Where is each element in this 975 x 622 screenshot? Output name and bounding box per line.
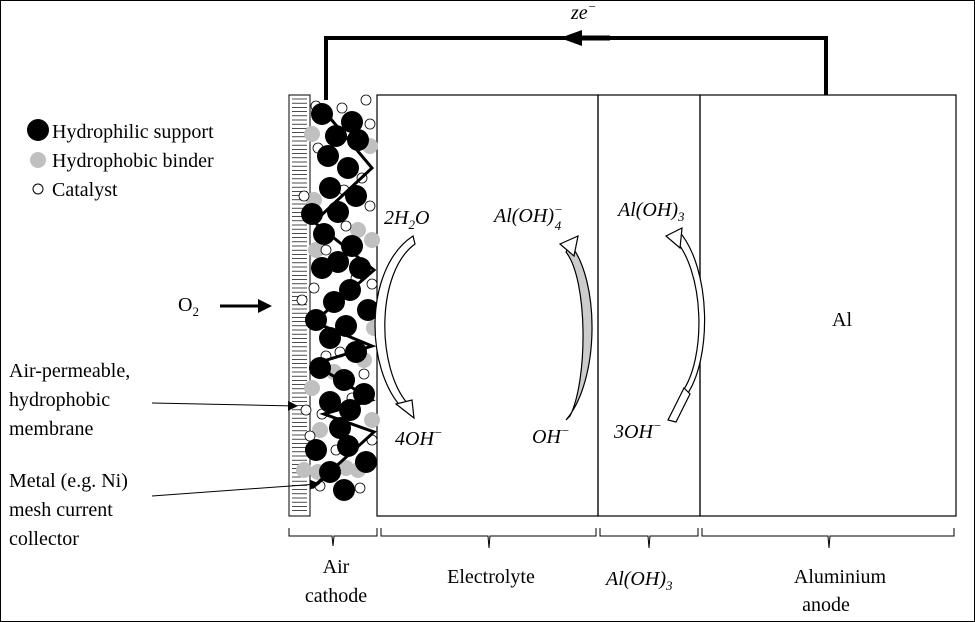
collector-label-line1: Metal (e.g. Ni) <box>9 470 128 492</box>
hydrophobic-binder-particle <box>364 412 380 428</box>
membrane-label-line1: Air-permeable, <box>9 360 130 382</box>
catalyst-particle <box>360 94 372 106</box>
hydrophilic-support-particle <box>313 223 335 245</box>
hydrophobic-binder-particle <box>350 222 366 238</box>
catalyst-particle <box>298 190 310 202</box>
hydrophobic-binder-particle <box>364 232 380 248</box>
legend-catalyst-label: Catalyst <box>52 179 118 201</box>
oxygen-label: O2 <box>178 294 199 319</box>
hydrophilic-support-particle <box>341 111 363 133</box>
hydroxide4-label: 4OH− <box>395 425 443 450</box>
membrane-annotation: Air-permeable, hydrophobic membrane <box>9 360 298 440</box>
oxygen-arrow-icon <box>258 299 272 313</box>
hydrophilic-support-particle <box>317 145 339 167</box>
hydrophilic-support-particle <box>301 203 323 225</box>
anode-region <box>699 94 957 517</box>
aluminate-label: Al(OH)−4 <box>492 202 563 233</box>
legend-hydrophilic-label: Hydrophilic support <box>52 121 214 143</box>
catalyst-particle <box>364 200 376 212</box>
hydrophilic-support-particle <box>311 257 333 279</box>
hydrophilic-support-particle <box>319 177 341 199</box>
aluminium-hydroxide-region <box>597 94 701 517</box>
hydrophobic-binder-particle <box>304 380 320 396</box>
water-label: 2H2O <box>384 207 429 232</box>
electron-label: ze− <box>570 0 596 24</box>
electrolyte-label: Electrolyte <box>447 566 535 588</box>
layer-label: Al(OH)3 <box>604 568 673 593</box>
electron-flow-arrow <box>560 30 582 46</box>
cell-compartments <box>376 94 957 517</box>
hydrophilic-support-particle <box>355 451 377 473</box>
hydrophobic-binder-particle <box>308 242 324 258</box>
anode-metal-label: Al <box>832 309 852 331</box>
hydrophilic-support-particle <box>319 391 341 413</box>
legend: Hydrophilic support Hydrophobic binder C… <box>27 119 214 201</box>
reaction-arrow-layer <box>664 226 706 423</box>
hydrophobic-binder-particle <box>296 462 312 478</box>
catalyst-particle <box>296 294 308 306</box>
region-labels: Air cathode Electrolyte Al(OH)3 Aluminiu… <box>305 556 887 616</box>
cathode-label-line2: cathode <box>305 585 367 607</box>
legend-catalyst-marker <box>32 183 44 195</box>
region-braces <box>288 528 955 549</box>
reaction-arrow-cathode <box>374 235 416 420</box>
hydrophilic-support-particle <box>337 157 359 179</box>
anode-label-line2: anode <box>802 594 850 616</box>
catalyst-particle <box>340 220 352 232</box>
anode-label-line1: Aluminium <box>794 566 887 588</box>
hydrophilic-support-particle <box>341 235 363 257</box>
legend-hydrophobic-marker <box>30 152 46 168</box>
hydrophilic-support-particle <box>305 439 327 461</box>
catalyst-particle <box>336 102 348 114</box>
oxygen-input: O2 <box>178 294 272 319</box>
hydrophobic-binder-particle <box>338 460 354 476</box>
catalyst-particle <box>320 244 332 256</box>
hydrophobic-binder-particle <box>312 422 328 438</box>
catalyst-particle <box>358 368 370 380</box>
hydrophobic-binder-particle <box>304 126 320 142</box>
cathode-label-line1: Air <box>323 556 350 578</box>
aluminium-hydroxide-top-label: Al(OH)3 <box>616 199 685 224</box>
membrane-label-line2: hydrophobic <box>9 389 110 411</box>
legend-hydrophilic-marker <box>27 119 49 141</box>
hydroxide-label: OH− <box>532 423 570 448</box>
catalyst-particle <box>364 118 376 130</box>
catalyst-particle <box>308 282 320 294</box>
collector-annotation: Metal (e.g. Ni) mesh current collector <box>9 470 320 550</box>
external-circuit: ze− <box>324 0 828 100</box>
reaction-labels: 2H2O 4OH− Al(OH)−4 OH− Al(OH)3 3OH− Al <box>384 199 852 450</box>
hydrophilic-support-particle <box>357 299 379 321</box>
membrane-label-line3: membrane <box>9 418 94 440</box>
cathode-conduction-path <box>310 117 377 490</box>
catalyst-particle <box>366 278 378 290</box>
electrolyte-region <box>376 94 599 517</box>
legend-hydrophobic-label: Hydrophobic binder <box>52 150 214 172</box>
reaction-arrow-electrolyte <box>558 234 593 421</box>
catalyst-particle <box>354 482 366 494</box>
collector-label-line2: mesh current <box>9 499 113 521</box>
catalyst-particle <box>300 404 312 416</box>
hydrophilic-support-particle <box>333 479 355 501</box>
hydrophilic-support-particle <box>327 201 349 223</box>
hydroxide3-label: 3OH− <box>613 418 662 443</box>
hydrophilic-support-particle <box>311 103 333 125</box>
hydrophilic-support-particle <box>345 185 367 207</box>
collector-label-line3: collector <box>9 528 79 550</box>
